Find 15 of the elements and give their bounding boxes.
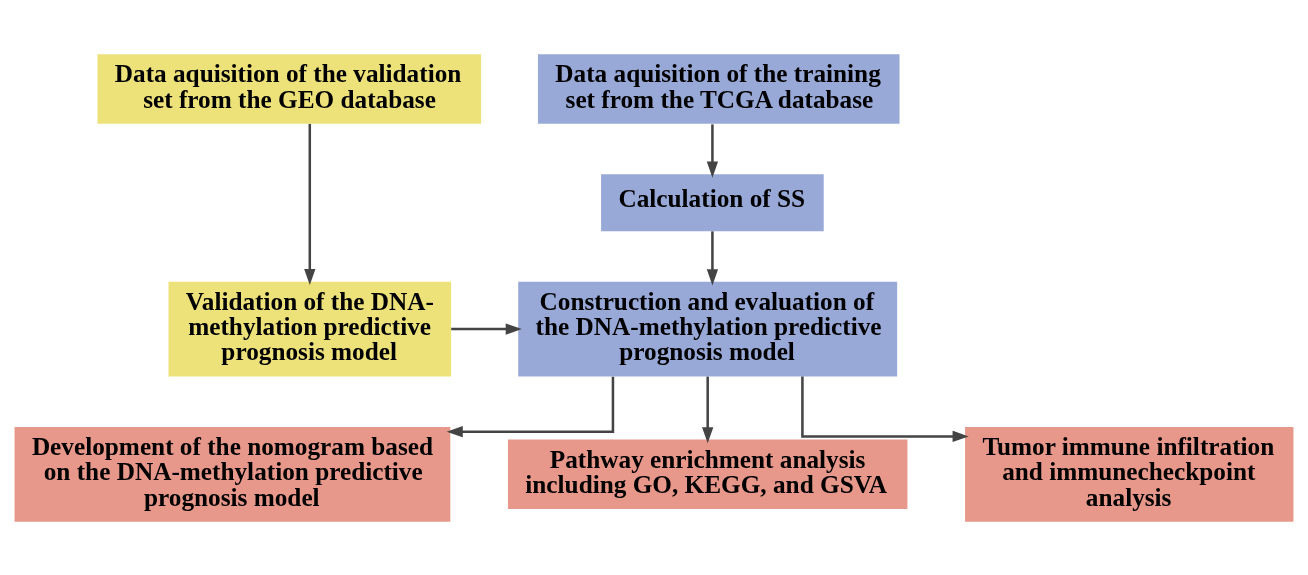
node-box: Tumor immune infiltration and immunecheckpoint analysis bbox=[965, 426, 1294, 522]
node-box: Data aquisition of the validation set from the GEO database bbox=[97, 53, 482, 124]
node-box: Validation of the DNA-methylation predictive prognosis model bbox=[168, 281, 452, 376]
arrow bbox=[451, 322, 522, 335]
node-box: Data aquisition of the training set from the TCGA database bbox=[537, 53, 900, 124]
arrow bbox=[706, 230, 719, 285]
node-box: Development of the nomogram based on the DNA-methylation predictive prognosis model bbox=[14, 426, 451, 522]
arrow bbox=[446, 376, 615, 437]
node-box: Pathway enrichment analysis including GO, KEGG, and GSVA bbox=[507, 439, 908, 509]
arrow bbox=[702, 376, 714, 443]
arrow bbox=[706, 123, 719, 178]
arrow bbox=[801, 375, 969, 442]
node-box: Calculation of SS bbox=[601, 173, 824, 231]
node-box: Construction and evaluation of the DNA-methylation predictive prognosis model bbox=[518, 281, 898, 376]
arrow bbox=[304, 123, 316, 285]
